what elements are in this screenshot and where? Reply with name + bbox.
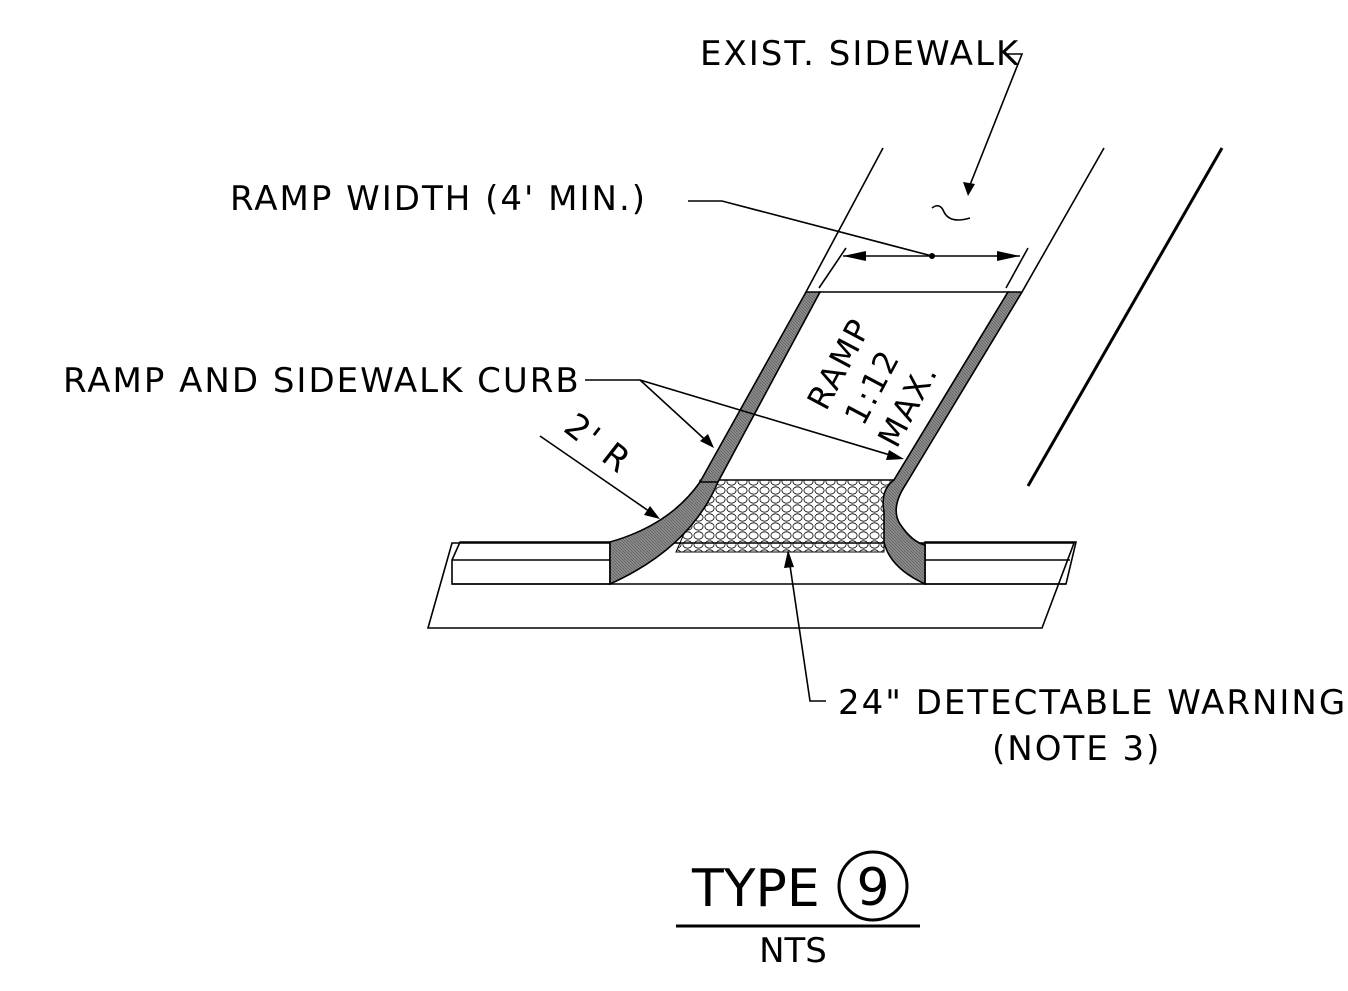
sidewalk-right-edge <box>1021 147 1105 293</box>
ramp-width-arrow-left <box>843 251 866 261</box>
radius-leader <box>539 435 657 517</box>
title-number-circle <box>837 850 909 922</box>
ramp-width-leader <box>688 200 933 257</box>
ramp-curb-leader-b <box>639 379 901 459</box>
ramp-width-label: RAMP WIDTH (4' MIN.) <box>230 179 647 219</box>
exist-sidewalk-arrowhead <box>963 182 975 196</box>
ramp-width-ext-left <box>818 247 847 289</box>
right-ramp-curb <box>882 291 1024 586</box>
left-ramp-curb <box>609 291 822 586</box>
warning-label-line-1: 24" DETECTABLE WARNING <box>838 683 1347 723</box>
ramp-curb-label: RAMP AND SIDEWALK CURB <box>63 361 581 401</box>
exist-sidewalk-leader <box>967 53 1024 191</box>
ramp-slope-label: RAMP 1:12 MAX. <box>800 312 946 454</box>
title-type-label: TYPE <box>691 859 820 919</box>
radius-label: 2' R <box>556 406 638 483</box>
right-curb-block <box>924 541 1078 585</box>
radius-arrowhead <box>644 506 660 519</box>
sidewalk-back-edge <box>1026 147 1224 487</box>
title-scale: NTS <box>759 931 827 971</box>
title-type-number: 9 <box>856 858 889 918</box>
ramp-curb-arrow-a <box>700 434 714 448</box>
ramp-width-ext-right <box>1005 247 1029 289</box>
left-curb-block <box>451 541 611 585</box>
exist-sidewalk-label: EXIST. SIDEWALK <box>700 34 1020 74</box>
street-slab <box>426 542 1076 629</box>
ramp-curb-arrow-b <box>886 450 904 460</box>
break-symbol <box>931 204 971 221</box>
warning-arrowhead <box>784 550 794 568</box>
sidewalk-left-edge <box>805 147 884 293</box>
ramp-width-arrow-right <box>997 251 1020 261</box>
warning-leader <box>787 551 826 702</box>
warning-label-line-2: (NOTE 3) <box>992 729 1161 769</box>
